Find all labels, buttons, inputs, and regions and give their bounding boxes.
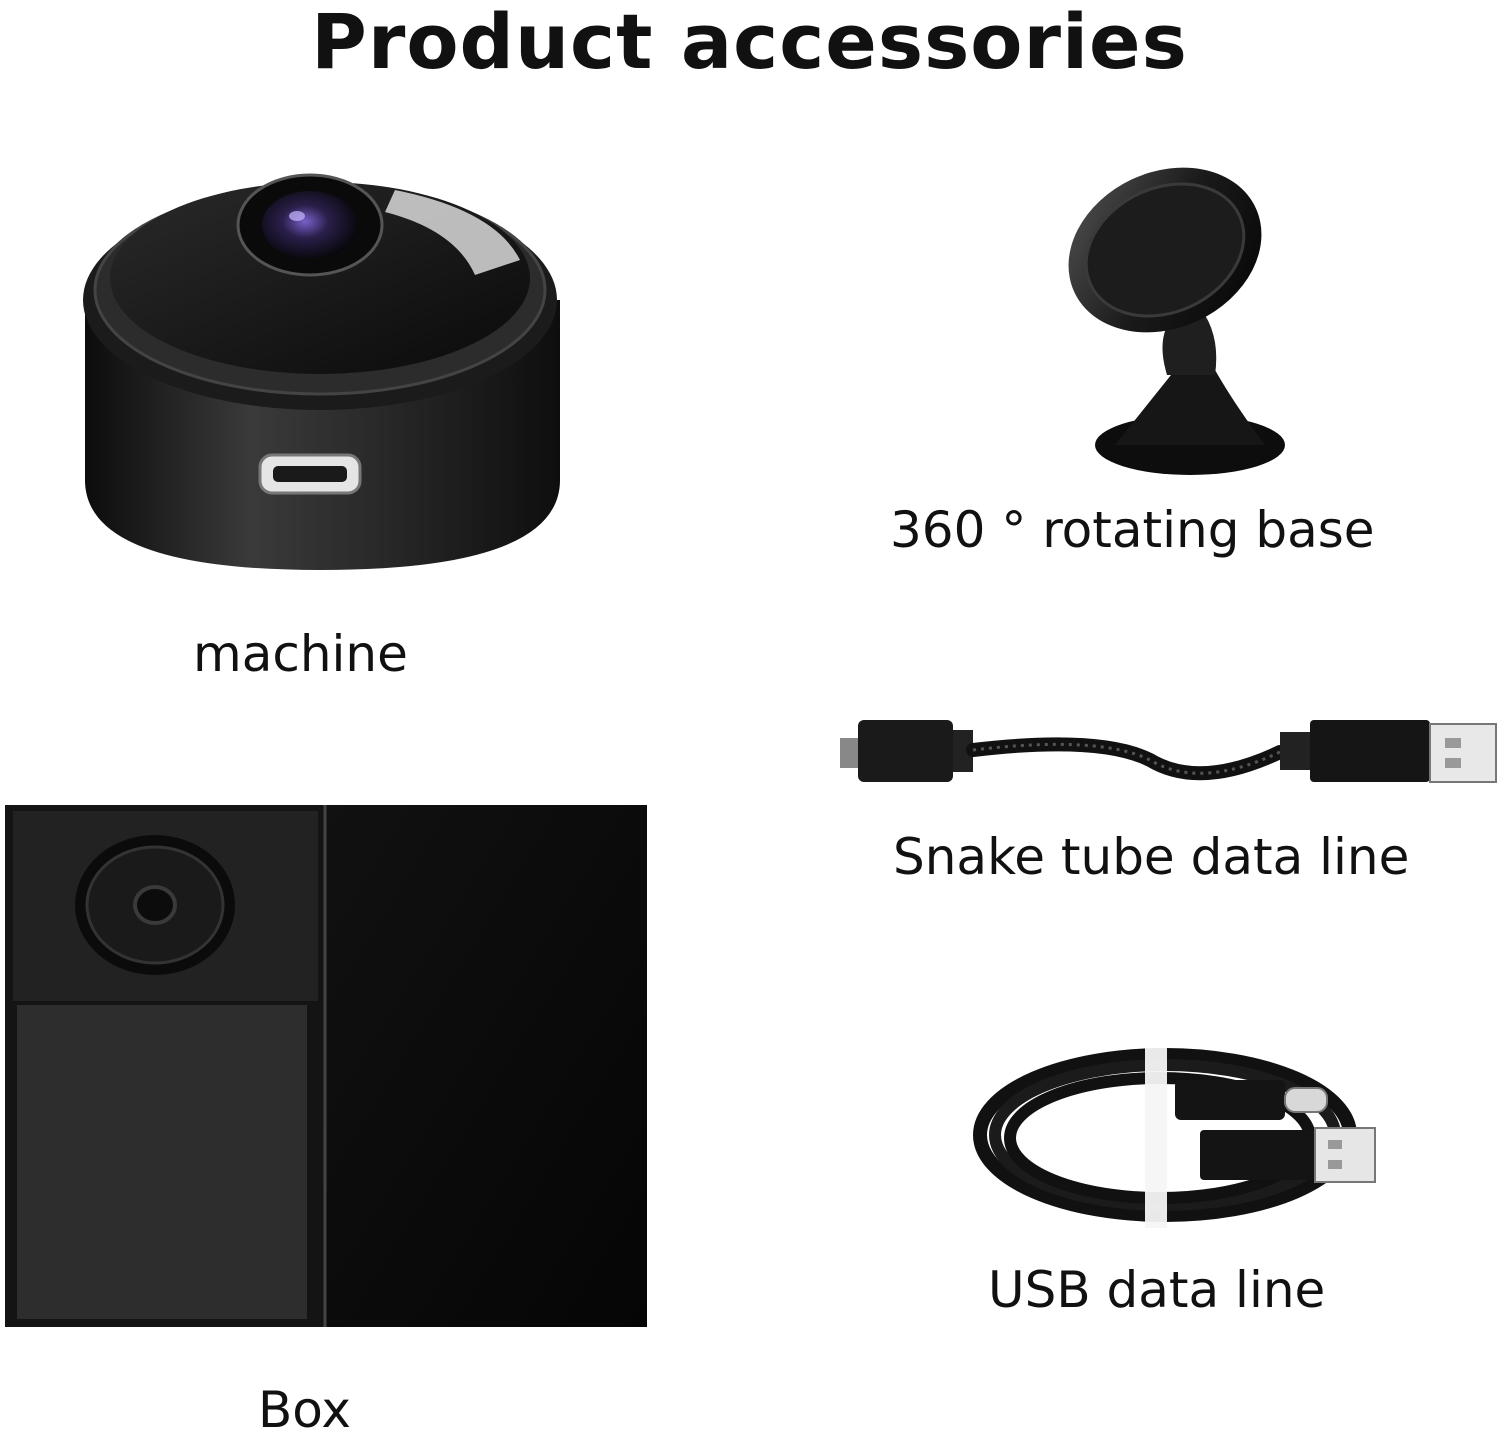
box-drawing xyxy=(5,805,647,1327)
box-image xyxy=(5,805,650,1330)
snake-tube-cable-image xyxy=(840,710,1499,800)
usb-cable-drawing xyxy=(973,1048,1376,1228)
usb-data-line-label: USB data line xyxy=(988,1261,1326,1319)
rotating-base-drawing xyxy=(1068,167,1285,475)
box-label: Box xyxy=(258,1381,351,1439)
usb-cable-image xyxy=(960,1030,1390,1240)
camera-drawing xyxy=(83,173,560,570)
snake-tube-label: Snake tube data line xyxy=(893,828,1410,886)
machine-label: machine xyxy=(193,625,408,683)
rotating-base-label: 360 ° rotating base xyxy=(890,501,1375,559)
page-title: Product accessories xyxy=(311,0,1188,86)
rotating-base-image xyxy=(1055,155,1295,480)
snake-tube-cable-drawing xyxy=(840,720,1497,783)
camera-machine-image xyxy=(75,150,570,580)
